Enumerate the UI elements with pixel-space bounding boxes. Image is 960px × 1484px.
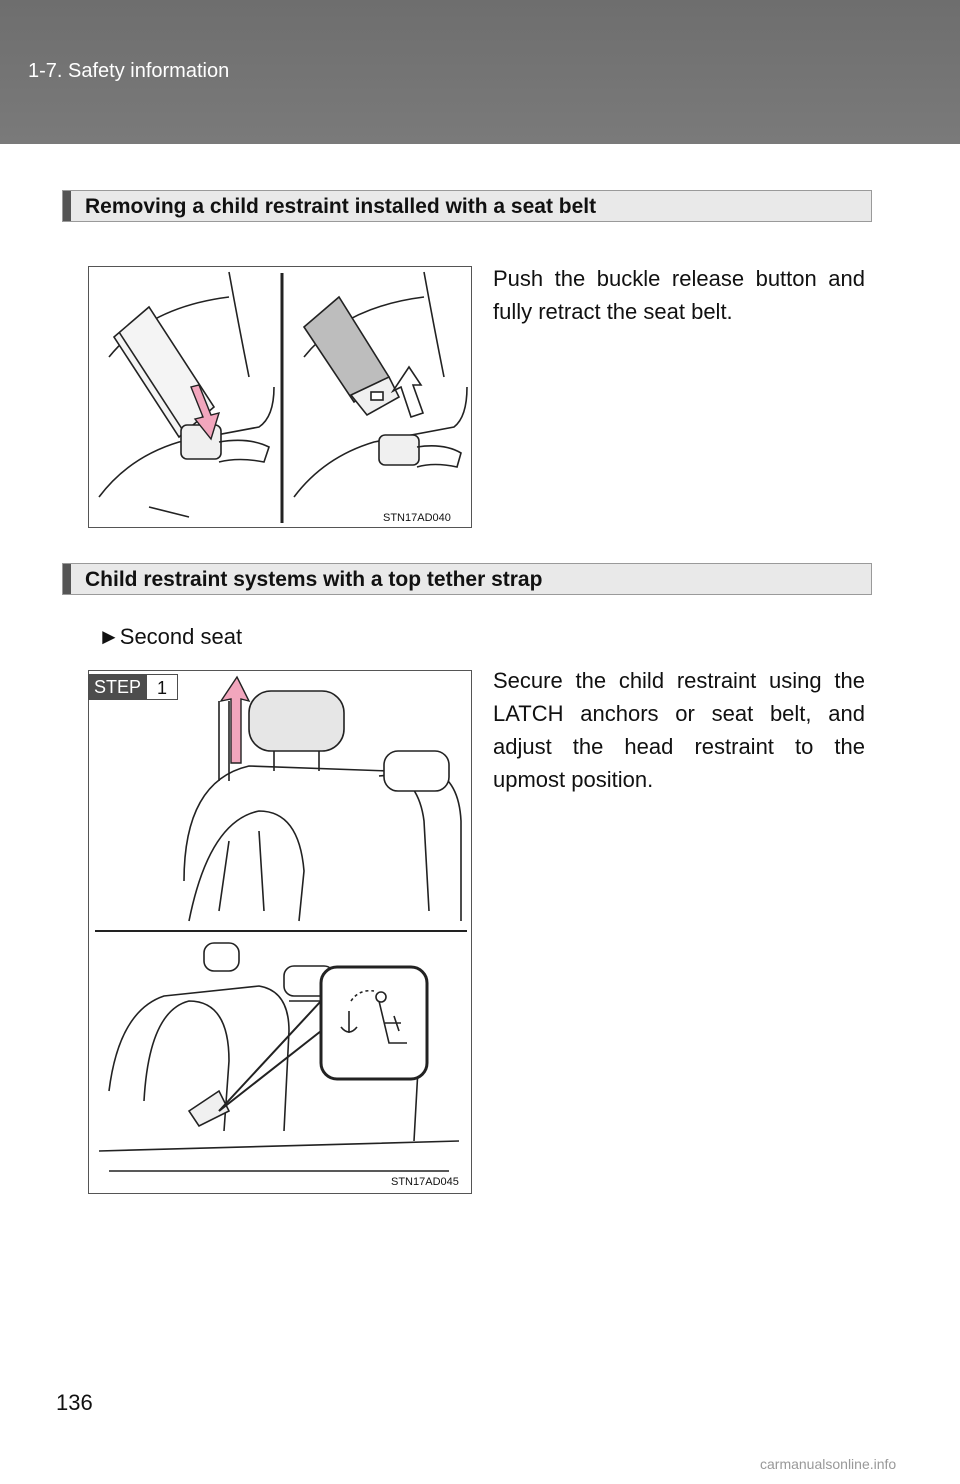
step-number: 1 — [147, 674, 179, 700]
seat-belt-diagram: STN17AD040 — [98, 271, 468, 524]
instruction-text: Push the buckle release button and fully… — [493, 266, 865, 324]
step-label: STEP — [88, 674, 148, 700]
chapter-title: 1-7. Safety information — [28, 60, 230, 82]
section-heading-bar: Child restraint systems with a top tethe… — [62, 563, 872, 595]
seat-subheading: ►Second seat — [98, 624, 243, 649]
section-title: Child restraint systems with a top tethe… — [85, 568, 543, 591]
section-title: Removing a child restraint installed wit… — [85, 195, 597, 218]
raise-arrow-icon — [219, 675, 251, 764]
figure-code: STN17AD045 — [391, 1176, 459, 1188]
instruction-text: Secure the child restraint using the LAT… — [493, 668, 865, 792]
section-heading-bar: Removing a child restraint installed wit… — [62, 190, 872, 222]
page-number: 136 — [56, 1390, 93, 1415]
buckle-release-illustration: STN17AD040 — [88, 266, 472, 528]
press-arrow-icon — [190, 384, 221, 441]
tether-strap-illustration: STN17AD045 — [88, 670, 472, 1194]
watermark-text: carmanualsonline.info — [760, 1456, 897, 1472]
child-seat-diagram: STN17AD045 — [95, 675, 467, 1188]
step-badge: STEP 1 — [88, 674, 179, 700]
page-header: 1-7. Safety information — [0, 0, 960, 144]
figure-code: STN17AD040 — [383, 512, 451, 524]
